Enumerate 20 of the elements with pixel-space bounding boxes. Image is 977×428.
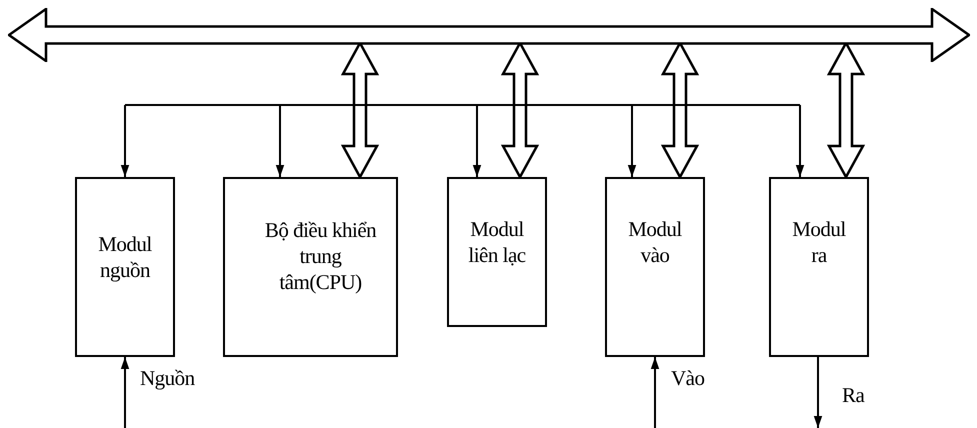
arrow bbox=[650, 357, 660, 428]
arrow bbox=[814, 357, 822, 428]
bus-arrow bbox=[8, 8, 970, 62]
module-label: Bộ điều khiển trung tâm(CPU) bbox=[264, 217, 378, 295]
module-box bbox=[605, 177, 705, 357]
module-box bbox=[447, 177, 547, 327]
module-label: Modul vào bbox=[627, 216, 683, 268]
arrow bbox=[120, 357, 130, 428]
arrow bbox=[276, 105, 284, 177]
module-label: Modul liên lạc bbox=[467, 216, 527, 268]
power-line bbox=[125, 104, 800, 106]
arrow bbox=[796, 105, 804, 177]
module-box bbox=[223, 177, 398, 357]
module-label: Modul ra bbox=[791, 216, 847, 268]
arrow bbox=[628, 105, 636, 177]
arrow bbox=[120, 105, 130, 177]
module-box bbox=[769, 177, 869, 357]
arrow bbox=[472, 105, 482, 177]
module-box bbox=[75, 177, 175, 357]
module-label: Modul nguồn bbox=[97, 231, 153, 283]
